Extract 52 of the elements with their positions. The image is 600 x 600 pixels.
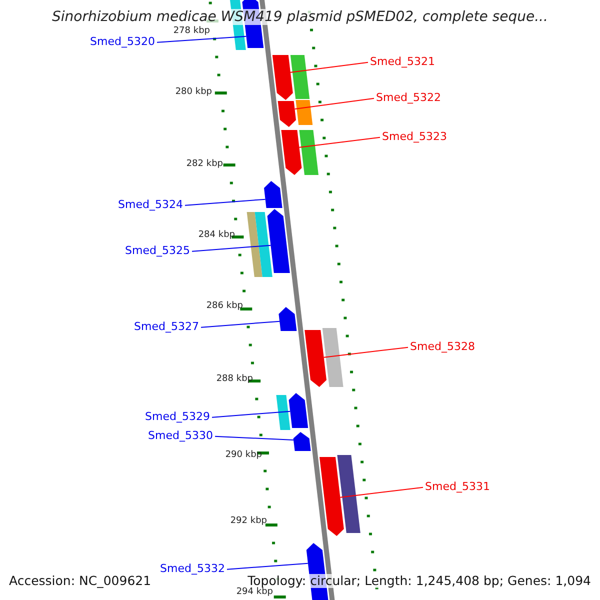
- gene-block: [278, 307, 297, 331]
- leader-line: [214, 436, 294, 440]
- feature-bar: [299, 130, 318, 175]
- leader-line: [298, 136, 380, 148]
- gene-label: Smed_5330: [148, 430, 213, 443]
- gene-block: [278, 101, 296, 127]
- gene-label: Smed_5322: [376, 92, 441, 105]
- feature-bar: [254, 212, 272, 277]
- leader-line: [200, 320, 280, 328]
- gene-block: [281, 130, 302, 175]
- scale-label: 286 kbp: [206, 301, 243, 312]
- gene-block: [320, 457, 344, 536]
- gene-block: [288, 393, 308, 428]
- scale-label: 284 kbp: [198, 230, 235, 240]
- gene-label: Smed_5320: [90, 36, 155, 49]
- leader-line: [156, 36, 247, 43]
- feature-bar: [276, 395, 290, 430]
- leader-line: [340, 486, 424, 498]
- gene-label: Smed_5329: [145, 411, 210, 424]
- leader-line: [323, 346, 408, 358]
- scale-label: 292 kbp: [230, 516, 267, 526]
- gene-block: [264, 181, 282, 208]
- gene-block: [304, 330, 326, 387]
- gene-block: [272, 55, 293, 100]
- leader-line: [226, 562, 308, 570]
- leader-line: [294, 98, 374, 110]
- gene-block: [293, 432, 311, 451]
- gene-label: Smed_5321: [370, 56, 435, 69]
- gene-label: Smed_5327: [134, 321, 199, 334]
- gene-label: Smed_5331: [425, 481, 490, 494]
- feature-bar: [290, 55, 310, 99]
- feature-bar: [322, 328, 344, 387]
- scale-label: 282 kbp: [186, 159, 223, 170]
- gene-label: Smed_5325: [125, 245, 190, 258]
- scale-label: 290 kbp: [225, 450, 262, 460]
- gene-label: Smed_5324: [118, 199, 183, 212]
- scale-label: 288 kbp: [216, 374, 253, 384]
- scale-label: 278 kbp: [173, 26, 210, 36]
- leader-line: [290, 62, 368, 73]
- scale-label: 280 kbp: [175, 87, 212, 98]
- scale-label: 294 kbp: [236, 587, 273, 598]
- gene-label: Smed_5328: [410, 341, 475, 354]
- feature-bar: [246, 212, 262, 277]
- info-text: Topology: circular; Length: 1,245,408 bp; Genes: 1,094: [248, 574, 591, 588]
- gene-label: Smed_5332: [160, 563, 225, 576]
- feature-bar: [337, 455, 360, 533]
- leader-line: [192, 244, 272, 252]
- leader-line: [184, 198, 266, 206]
- info-text: Accession: NC_009621: [9, 574, 152, 588]
- feature-bar: [296, 100, 313, 125]
- leader-line: [212, 410, 291, 418]
- gene-label: Smed_5323: [382, 131, 447, 144]
